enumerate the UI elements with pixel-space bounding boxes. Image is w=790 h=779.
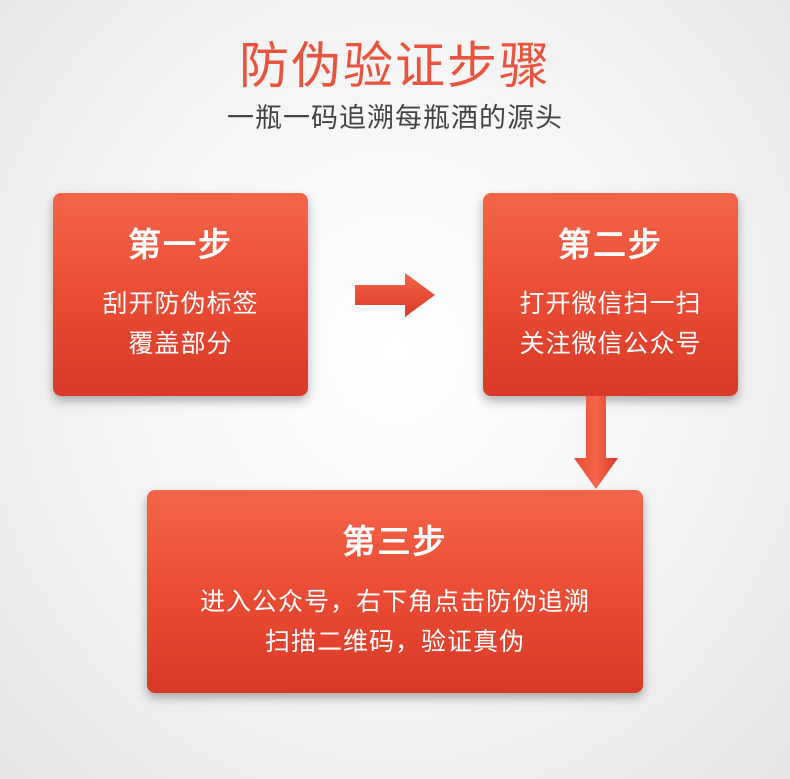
step-two-line-2: 关注微信公众号 [519, 329, 702, 358]
step-one-line-2: 覆盖部分 [128, 329, 233, 358]
step-two-heading: 第二步 [558, 225, 663, 264]
step-one-line-1: 刮开防伪标签 [102, 289, 259, 318]
step-three-card: 第三步 进入公众号，右下角点击防伪追溯 扫描二维码，验证真伪 [147, 490, 643, 693]
step-one-heading: 第一步 [128, 225, 233, 264]
step-one-body: 刮开防伪标签 覆盖部分 [53, 284, 308, 364]
step-three-line-2: 扫描二维码，验证真伪 [264, 627, 525, 656]
step-two-body: 打开微信扫一扫 关注微信公众号 [483, 284, 738, 364]
arrow-down-icon [574, 396, 618, 489]
step-one-card: 第一步 刮开防伪标签 覆盖部分 [53, 193, 308, 396]
step-two-card: 第二步 打开微信扫一扫 关注微信公众号 [483, 193, 738, 396]
page-subtitle: 一瓶一码追溯每瓶酒的源头 [227, 103, 563, 134]
step-three-heading: 第三步 [342, 522, 448, 561]
step-three-line-1: 进入公众号，右下角点击防伪追溯 [199, 587, 590, 616]
step-two-line-1: 打开微信扫一扫 [519, 289, 702, 318]
page-title: 防伪验证步骤 [239, 37, 551, 95]
step-three-body: 进入公众号，右下角点击防伪追溯 扫描二维码，验证真伪 [147, 582, 643, 662]
arrow-right-icon [355, 273, 435, 317]
